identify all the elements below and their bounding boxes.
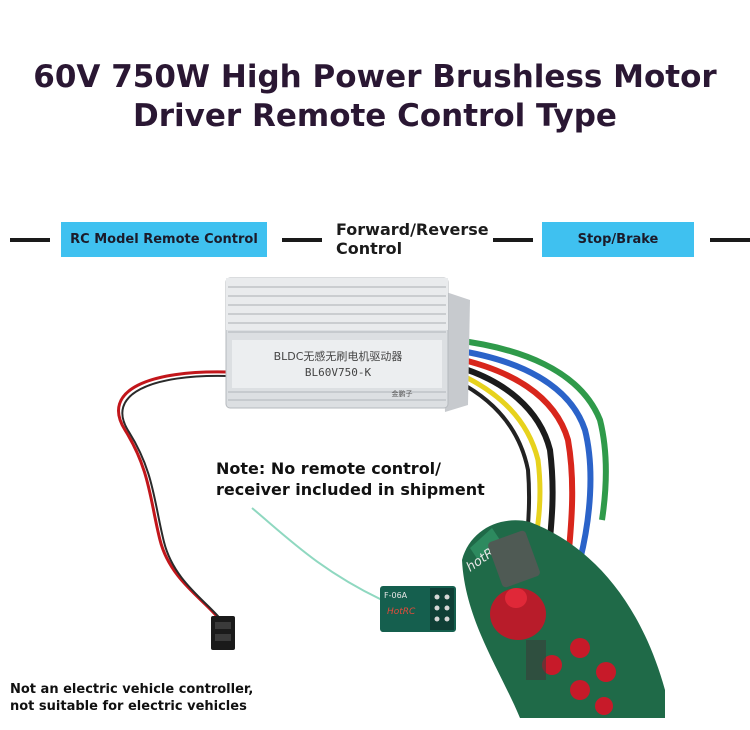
warning-line-1: Not an electric vehicle controller, [10, 682, 254, 697]
title-line-1: 60V 750W High Power Brushless Motor [33, 59, 717, 95]
driver-label-line-3: 金鹏子 [392, 389, 413, 398]
driver-label-line-2: BL60V750-K [305, 366, 372, 379]
servo-lead-red [117, 370, 229, 621]
title-line-2: Driver Remote Control Type [133, 98, 617, 134]
rule-left [10, 238, 50, 242]
mode-chip-rc-control: RC Model Remote Control [61, 222, 267, 257]
warning-line-2: not suitable for electric vehicles [10, 699, 247, 714]
mode-middle-line-2: Control [336, 239, 403, 258]
note-line-2: receiver included in shipment [216, 480, 485, 499]
mode-forward-reverse: Forward/Reverse Control [336, 220, 489, 258]
rule-mid-left [282, 238, 322, 242]
ev-warning: Not an electric vehicle controller, not … [10, 681, 253, 715]
driver-housing: BLDC无感无刷电机驱动器 BL60V750-K 金鹏子 [225, 277, 470, 412]
receiver: F-06A HotRC [380, 586, 456, 632]
servo-lead-black [121, 374, 229, 623]
receiver-label: F-06A [384, 591, 408, 600]
shipment-note: Note: No remote control/ receiver includ… [216, 458, 485, 500]
antenna-wire [251, 507, 383, 601]
driver-label-line-1: BLDC无感无刷电机驱动器 [274, 349, 403, 363]
remote-transmitter: hotRC [462, 520, 665, 718]
servo-connector [211, 616, 235, 650]
rule-mid-right [493, 238, 533, 242]
product-title: 60V 750W High Power Brushless Motor Driv… [0, 58, 750, 136]
receiver-brand: HotRC [387, 607, 416, 617]
mode-middle-line-1: Forward/Reverse [336, 220, 489, 239]
rule-right [710, 238, 750, 242]
note-line-1: Note: No remote control/ [216, 459, 442, 478]
mode-chip-stop-brake: Stop/Brake [542, 222, 694, 257]
